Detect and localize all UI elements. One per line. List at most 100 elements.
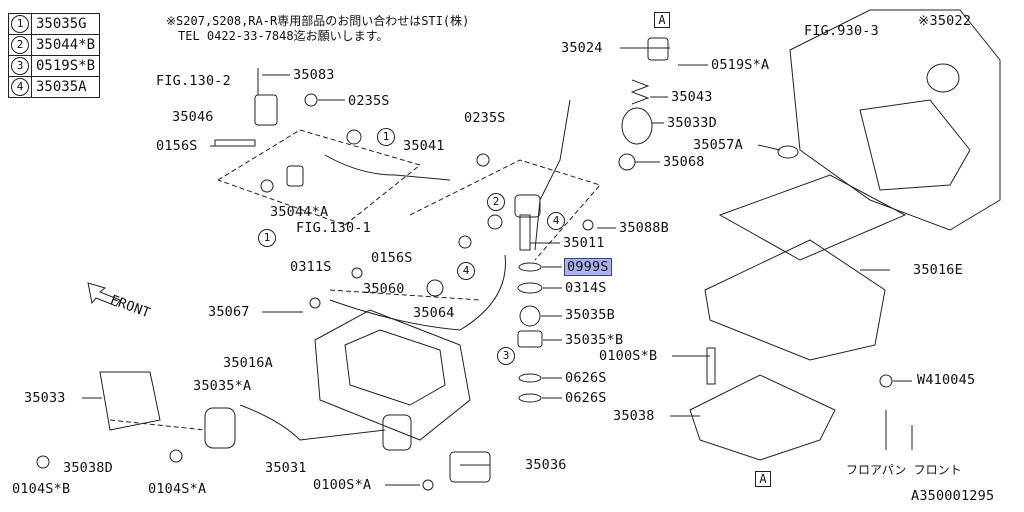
label-35064[interactable]: 35064	[413, 305, 455, 321]
washer-35067	[309, 297, 321, 309]
label-35057a[interactable]: 35057A	[693, 137, 743, 153]
label-35060[interactable]: 35060	[363, 281, 405, 297]
callout-4-b: 4	[457, 262, 475, 280]
label-35035a[interactable]: 35035*A	[193, 378, 252, 394]
base-35038	[689, 374, 836, 461]
ball-35035b	[519, 305, 541, 327]
clip-0311s	[351, 267, 363, 279]
label-35016a[interactable]: 35016A	[223, 355, 273, 371]
nut-0235s	[304, 93, 318, 107]
note-line-2: TEL 0422-33-7848迄お願いします。	[178, 29, 389, 43]
callout-2: 2	[487, 193, 505, 211]
label-35043[interactable]: 35043	[671, 89, 713, 105]
bushing-35044b	[487, 214, 503, 230]
label-35022[interactable]: ※35022	[918, 13, 972, 29]
bolt-0156s	[214, 139, 256, 147]
group-outline-bushing	[217, 129, 422, 226]
label-35038d[interactable]: 35038D	[63, 460, 113, 476]
label-0100sb[interactable]: 0100S*B	[599, 348, 658, 364]
label-floor-front: フロアパン フロント	[846, 463, 962, 477]
label-0311s[interactable]: 0311S	[290, 259, 332, 275]
bolt-0104sa	[169, 449, 183, 463]
label-0626s-b[interactable]: 0626S	[565, 390, 607, 406]
nut-0235s-b	[476, 153, 490, 167]
bolt-0100sa	[422, 479, 434, 491]
label-35038[interactable]: 35038	[613, 408, 655, 424]
legend-part: 0519S*B	[30, 55, 101, 77]
label-0104sa[interactable]: 0104S*A	[148, 481, 207, 497]
label-0626s-a[interactable]: 0626S	[565, 370, 607, 386]
bolt-0104sb	[36, 455, 50, 469]
oring-0626s-b	[518, 393, 542, 403]
clip-0314s	[517, 282, 543, 294]
label-35036[interactable]: 35036	[525, 457, 567, 473]
label-35068[interactable]: 35068	[663, 154, 705, 170]
label-0235s-a[interactable]: 0235S	[348, 93, 390, 109]
group-outline-cable	[329, 289, 481, 301]
grommet-35064	[426, 279, 444, 297]
callout-1-b: 1	[258, 229, 276, 247]
console-opening	[859, 99, 971, 191]
washer-left	[260, 179, 274, 193]
boot-35016e	[718, 174, 907, 261]
label-w410045[interactable]: W410045	[917, 372, 976, 388]
label-35035b[interactable]: 35035B	[565, 307, 615, 323]
label-0999s[interactable]: 0999S	[564, 258, 612, 276]
boot-35033d	[621, 107, 653, 145]
label-0100sa[interactable]: 0100S*A	[313, 477, 372, 493]
label-0519sa[interactable]: 0519S*A	[711, 57, 770, 73]
label-35033[interactable]: 35033	[24, 390, 66, 406]
cap-35057a	[777, 145, 799, 159]
group-outline-lever	[409, 159, 601, 261]
knob-35022	[926, 63, 960, 93]
label-35031[interactable]: 35031	[265, 460, 307, 476]
label-35041[interactable]: 35041	[403, 138, 445, 154]
label-0156s-b[interactable]: 0156S	[371, 250, 413, 266]
label-0314s[interactable]: 0314S	[565, 280, 607, 296]
label-35033d[interactable]: 35033D	[667, 115, 717, 131]
label-0235s-b[interactable]: 0235S	[464, 110, 506, 126]
label-35011[interactable]: 35011	[563, 235, 605, 251]
label-35067[interactable]: 35067	[208, 304, 250, 320]
legend-part: 35035G	[30, 13, 101, 35]
seat-35035b2	[517, 330, 543, 348]
label-fig130-2[interactable]: FIG.130-2	[156, 73, 231, 89]
clip-w410045	[879, 374, 893, 388]
shift-lever	[534, 99, 571, 251]
washer-35035a	[458, 235, 472, 249]
label-35016e[interactable]: 35016E	[913, 262, 963, 278]
boot-35024	[647, 37, 669, 61]
spring-35043	[630, 79, 650, 105]
label-35035b2[interactable]: 35035*B	[565, 332, 624, 348]
housing-35031	[382, 414, 412, 451]
label-fig930-3[interactable]: FIG.930-3	[804, 23, 879, 39]
ref-box-a-top[interactable]: A	[654, 12, 670, 28]
bolt-0100sb	[706, 347, 716, 385]
label-0999s-highlight: 0999S	[564, 258, 612, 276]
label-35046[interactable]: 35046	[172, 109, 214, 125]
bushing-35035g	[346, 129, 362, 145]
label-fig130-1[interactable]: FIG.130-1	[296, 220, 371, 236]
label-35083[interactable]: 35083	[293, 67, 335, 83]
label-35024[interactable]: 35024	[561, 40, 603, 56]
label-35088b[interactable]: 35088B	[619, 220, 669, 236]
leader-a	[109, 419, 206, 431]
label-0104sb[interactable]: 0104S*B	[12, 481, 71, 497]
callout-1-a: 1	[377, 128, 395, 146]
rod-35041	[324, 154, 451, 181]
pad-35016e	[704, 239, 886, 361]
label-35044a[interactable]: 35044*A	[270, 204, 329, 220]
diagram-id: A350001295	[911, 488, 995, 504]
ref-box-a-bottom[interactable]: A	[755, 471, 771, 487]
oring-0626s-a	[518, 373, 542, 383]
bracket-35036	[449, 451, 491, 483]
cable-35060	[329, 254, 506, 331]
legend-part: 35044*B	[30, 34, 101, 56]
label-0156s-a[interactable]: 0156S	[156, 138, 198, 154]
